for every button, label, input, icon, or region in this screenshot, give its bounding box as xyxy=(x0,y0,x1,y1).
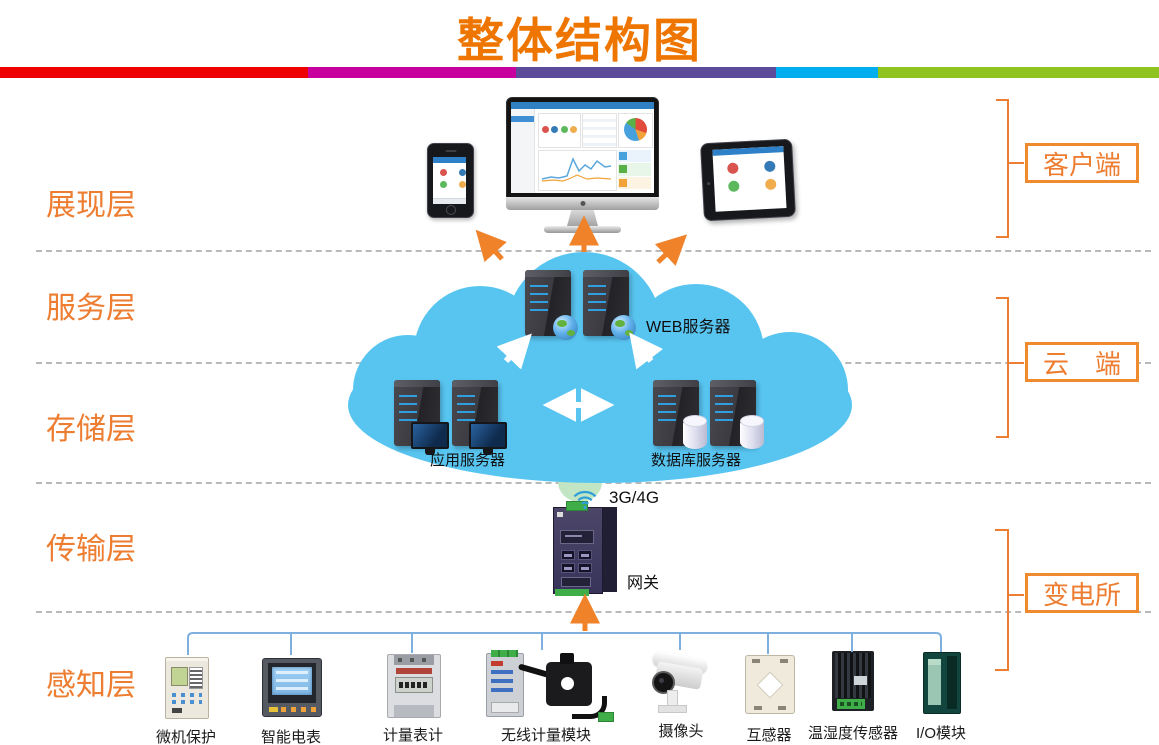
desktop-monitor-icon xyxy=(506,97,659,235)
device-protection-relay: 微机保护 xyxy=(131,652,241,745)
device-label: 智能电表 xyxy=(260,729,322,745)
smartphone-icon xyxy=(427,143,474,218)
device-label: I/O模块 xyxy=(915,725,967,742)
device-wireless-metering-module: 无线计量模块 xyxy=(476,648,616,745)
device-smart-meter: 智能电表 xyxy=(236,652,346,745)
pie-chart-icon xyxy=(624,118,647,141)
current-transformer-icon xyxy=(745,655,795,714)
device-label: 计量表计 xyxy=(382,727,444,744)
layer-divider xyxy=(36,250,1151,252)
layer-label-storage: 存储层 xyxy=(46,413,136,446)
temp-humidity-sensor-icon xyxy=(832,651,874,711)
device-label: 微机保护 xyxy=(155,729,217,745)
dashboard-screen xyxy=(511,102,654,193)
device-temp-humidity-sensor: 温湿度传感器 xyxy=(798,648,908,745)
device-label: 互感器 xyxy=(746,727,792,744)
page-title: 整体结构图 xyxy=(457,14,702,67)
cctv-camera-icon xyxy=(647,648,715,714)
io-module-icon xyxy=(923,652,961,714)
layer-label-perception: 感知层 xyxy=(46,669,136,702)
globe-icon xyxy=(553,315,578,340)
app-server-label: 应用服务器 xyxy=(430,452,506,469)
device-label: 摄像头 xyxy=(658,723,704,740)
database-cylinder-icon xyxy=(683,415,707,449)
layer-label-service: 服务层 xyxy=(46,292,136,325)
database-cylinder-icon xyxy=(740,415,764,449)
db-server-label: 数据库服务器 xyxy=(651,452,742,469)
monitor-icon xyxy=(411,422,449,449)
device-label: 无线计量模块 xyxy=(500,727,592,744)
side-box-substation: 变电所 xyxy=(1025,573,1139,613)
monitor-icon xyxy=(469,422,507,449)
din-meter-icon xyxy=(387,654,441,718)
side-box-client: 客户端 xyxy=(1025,143,1139,183)
wireless-module-icon xyxy=(486,650,524,717)
current-clamp-icon xyxy=(546,653,614,722)
device-io-module: I/O模块 xyxy=(886,648,996,745)
line-chart-icon xyxy=(538,150,617,191)
db-server-icon xyxy=(710,380,764,449)
wireless-label: 3G/4G xyxy=(609,488,660,507)
protection-relay-icon xyxy=(165,657,209,719)
layer-divider xyxy=(36,611,1151,613)
decorative-color-bar xyxy=(0,67,1159,78)
app-server-icon xyxy=(452,380,507,449)
db-server-icon xyxy=(653,380,707,449)
web-server-label: WEB服务器 xyxy=(646,319,731,336)
globe-icon xyxy=(611,315,636,340)
device-current-transformer: 互感器 xyxy=(714,650,824,745)
side-box-cloud: 云 端 xyxy=(1025,342,1139,382)
layer-label-presentation: 展现层 xyxy=(46,189,136,222)
tablet-icon xyxy=(700,138,796,222)
device-camera: 摄像头 xyxy=(626,646,736,745)
layer-label-transmission: 传输层 xyxy=(46,533,136,566)
device-metering-meter: 计量表计 xyxy=(358,650,468,745)
web-server-icon xyxy=(583,270,636,340)
smart-meter-icon xyxy=(262,658,322,717)
device-label: 温湿度传感器 xyxy=(807,725,899,742)
app-server-icon xyxy=(394,380,449,449)
gateway-icon xyxy=(553,501,617,596)
gateway-label: 网关 xyxy=(627,575,660,592)
web-server-icon xyxy=(525,270,578,340)
